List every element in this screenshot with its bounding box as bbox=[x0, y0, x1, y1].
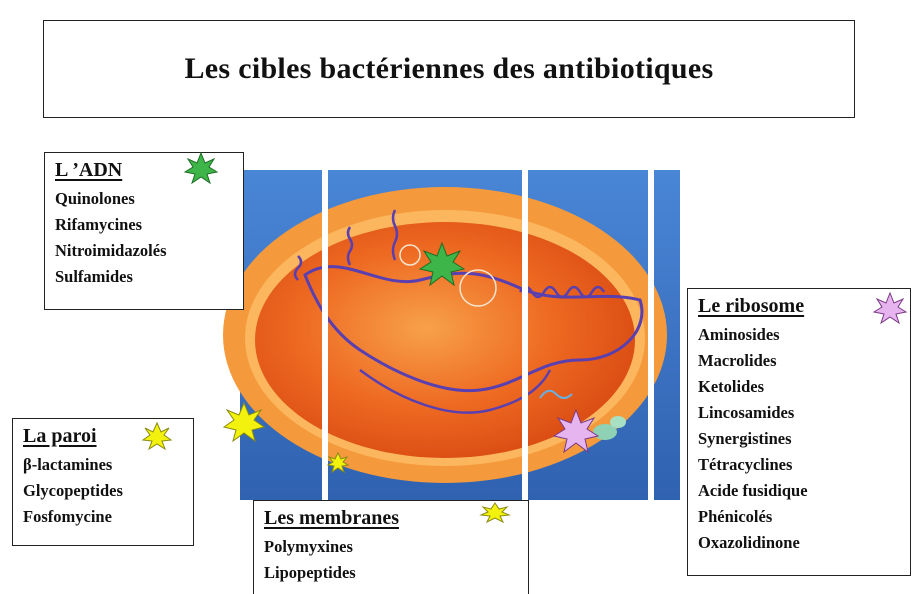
target-box-membranes: Les membranes Polymyxines Lipopeptides bbox=[253, 500, 529, 594]
paroi-list: β-lactamines Glycopeptides Fosfomycine bbox=[23, 452, 183, 530]
list-item: Glycopeptides bbox=[23, 478, 183, 504]
page-title: Les cibles bactériennes des antibiotique… bbox=[185, 52, 714, 86]
bacteria-illustration bbox=[220, 170, 720, 500]
purple-star-icon bbox=[872, 291, 908, 327]
adn-heading: L ’ADN bbox=[55, 159, 122, 182]
ribosome-heading: Le ribosome bbox=[698, 295, 804, 318]
ribosome-list: Aminosides Macrolides Ketolides Lincosam… bbox=[698, 322, 900, 556]
list-item: Nitroimidazolés bbox=[55, 238, 233, 264]
list-item: Rifamycines bbox=[55, 212, 233, 238]
adn-list: Quinolones Rifamycines Nitroimidazolés S… bbox=[55, 186, 233, 290]
list-item: Polymyxines bbox=[264, 534, 518, 560]
list-item: Phénicolés bbox=[698, 504, 900, 530]
list-item: Macrolides bbox=[698, 348, 900, 374]
paroi-heading: La paroi bbox=[23, 425, 97, 448]
membranes-list: Polymyxines Lipopeptides bbox=[264, 534, 518, 586]
target-box-adn: L ’ADN Quinolones Rifamycines Nitroimida… bbox=[44, 152, 244, 310]
list-item: Ketolides bbox=[698, 374, 900, 400]
green-star-icon bbox=[183, 151, 219, 187]
target-box-paroi: La paroi β-lactamines Glycopeptides Fosf… bbox=[12, 418, 194, 546]
divider bbox=[522, 170, 528, 500]
title-box: Les cibles bactériennes des antibiotique… bbox=[43, 20, 855, 118]
list-item: Quinolones bbox=[55, 186, 233, 212]
membranes-heading: Les membranes bbox=[264, 507, 399, 530]
list-item: Synergistines bbox=[698, 426, 900, 452]
divider bbox=[648, 170, 654, 500]
target-box-ribosome: Le ribosome Aminosides Macrolides Ketoli… bbox=[687, 288, 911, 576]
list-item: β-lactamines bbox=[23, 452, 183, 478]
ribosome bbox=[610, 416, 626, 428]
list-item: Lincosamides bbox=[698, 400, 900, 426]
divider bbox=[322, 170, 328, 500]
list-item: Acide fusidique bbox=[698, 478, 900, 504]
list-item: Lipopeptides bbox=[264, 560, 518, 586]
yellow-star-icon bbox=[478, 501, 512, 525]
list-item: Fosfomycine bbox=[23, 504, 183, 530]
list-item: Tétracyclines bbox=[698, 452, 900, 478]
list-item: Aminosides bbox=[698, 322, 900, 348]
yellow-star-icon bbox=[141, 421, 173, 453]
list-item: Sulfamides bbox=[55, 264, 233, 290]
list-item: Oxazolidinone bbox=[698, 530, 900, 556]
